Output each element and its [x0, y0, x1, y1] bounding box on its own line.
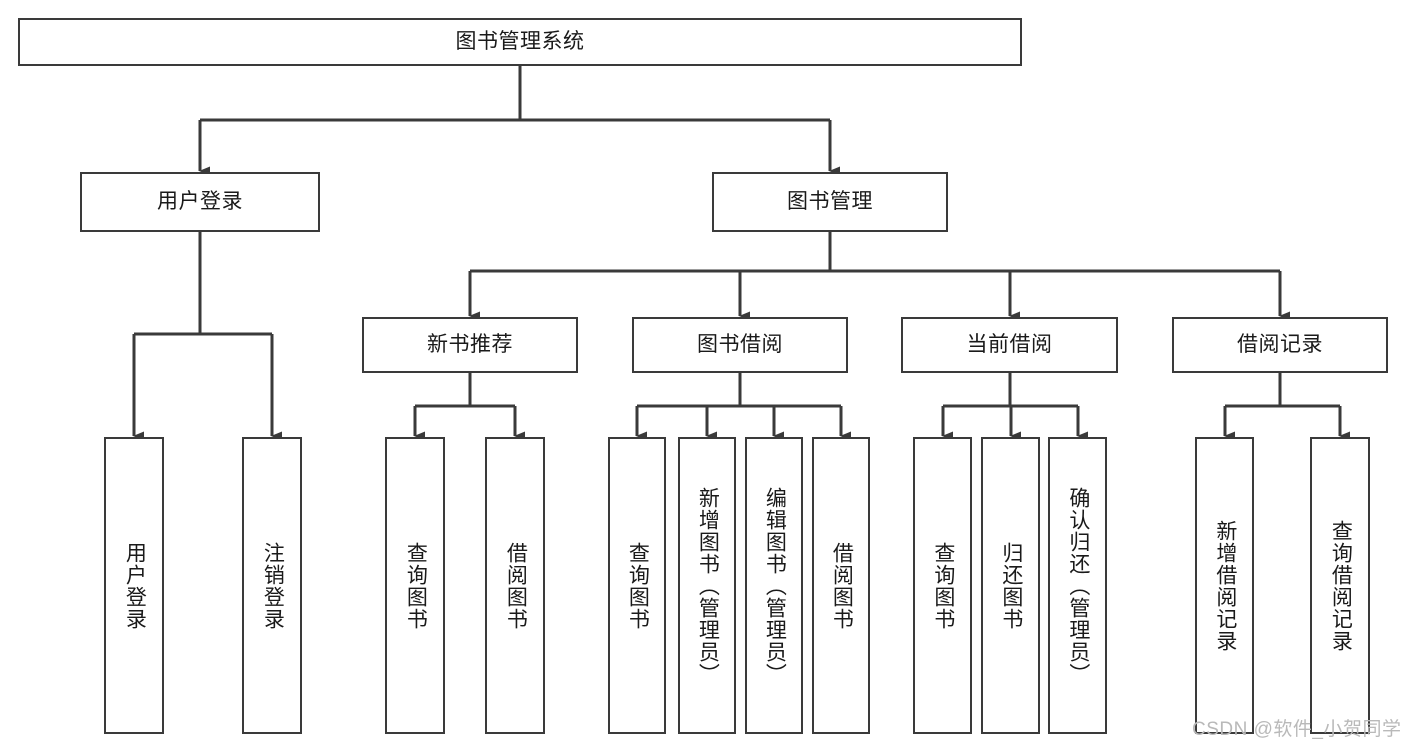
node-l2-new[interactable]: 新书推荐 [362, 317, 578, 373]
node-l2-current[interactable]: 当前借阅 [901, 317, 1118, 373]
node-label: 图书管理系统 [455, 30, 585, 54]
node-label: 归还图书 [999, 541, 1023, 630]
node-label: 确认归还（管理员） [1066, 486, 1090, 685]
node-leaf-new-borrow[interactable]: 借阅图书 [485, 437, 545, 734]
node-leaf-c-return[interactable]: 归还图书 [981, 437, 1040, 734]
node-label: 图书借阅 [697, 333, 783, 357]
node-leaf-c-confirm[interactable]: 确认归还（管理员） [1048, 437, 1107, 734]
node-label: 用户登录 [157, 190, 243, 214]
node-leaf-new-query[interactable]: 查询图书 [385, 437, 445, 734]
node-label: 当前借阅 [966, 333, 1053, 357]
node-l1-user[interactable]: 用户登录 [80, 172, 320, 232]
node-l2-record[interactable]: 借阅记录 [1172, 317, 1388, 373]
node-leaf-b-add[interactable]: 新增图书（管理员） [678, 437, 736, 734]
node-label: 新增借阅记录 [1213, 519, 1237, 652]
node-leaf-b-borrow[interactable]: 借阅图书 [812, 437, 870, 734]
node-label: 查询借阅记录 [1329, 519, 1353, 652]
node-leaf-user-logout[interactable]: 注销登录 [242, 437, 302, 734]
node-label: 注销登录 [261, 541, 285, 630]
node-l2-borrow[interactable]: 图书借阅 [632, 317, 848, 373]
node-leaf-user-login[interactable]: 用户登录 [104, 437, 164, 734]
node-leaf-c-query[interactable]: 查询图书 [913, 437, 972, 734]
node-label: 编辑图书（管理员） [763, 486, 787, 685]
edge-group [132, 66, 1350, 441]
node-label: 新增图书（管理员） [696, 486, 720, 685]
node-label: 借阅图书 [830, 541, 854, 630]
node-label: 图书管理 [787, 190, 873, 214]
node-label: 新书推荐 [427, 333, 513, 357]
node-label: 用户登录 [123, 541, 147, 630]
node-label: 查询图书 [404, 541, 428, 630]
node-label: 借阅图书 [504, 541, 528, 630]
node-label: 借阅记录 [1237, 333, 1323, 357]
node-leaf-b-edit[interactable]: 编辑图书（管理员） [745, 437, 803, 734]
node-leaf-b-query[interactable]: 查询图书 [608, 437, 666, 734]
node-leaf-r-query[interactable]: 查询借阅记录 [1310, 437, 1370, 734]
node-root[interactable]: 图书管理系统 [18, 18, 1022, 66]
node-l1-book[interactable]: 图书管理 [712, 172, 948, 232]
node-label: 查询图书 [626, 541, 650, 630]
node-label: 查询图书 [931, 541, 955, 630]
node-leaf-r-add[interactable]: 新增借阅记录 [1195, 437, 1254, 734]
